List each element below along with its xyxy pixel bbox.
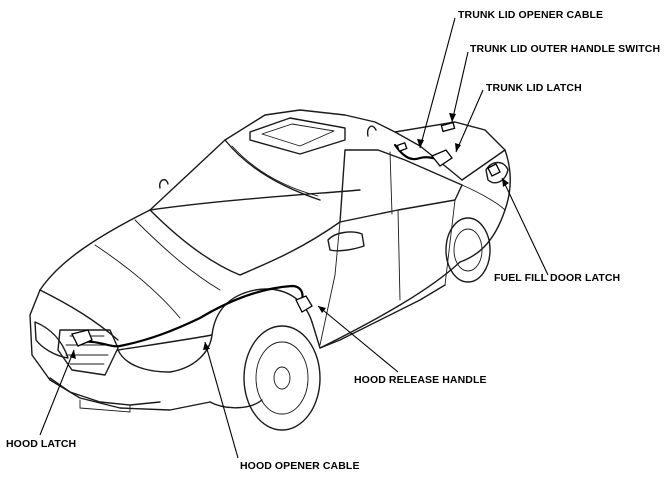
fuel-fill-door-latch-part [487,163,501,177]
label-hood-release-handle: HOOD RELEASE HANDLE [354,374,487,386]
callout-lines [39,17,549,459]
trunk-lid-latch-part [430,149,453,167]
label-hood-opener-cable: HOOD OPENER CABLE [240,460,360,472]
label-fuel-fill-door-latch: FUEL FILL DOOR LATCH [494,272,621,284]
label-trunk-lid-outer-handle-switch: TRUNK LID OUTER HANDLE SWITCH [470,43,661,55]
hood-opener-cable-path [78,284,304,348]
label-hood-latch: HOOD LATCH [6,438,77,450]
hood-latch-part [71,329,93,347]
label-trunk-lid-latch: TRUNK LID LATCH [486,82,582,94]
car-body-outline [29,109,511,431]
hood-release-handle-part [295,295,313,313]
label-trunk-lid-opener-cable: TRUNK LID OPENER CABLE [458,9,604,21]
trunk-outer-handle-switch-part [440,121,456,133]
